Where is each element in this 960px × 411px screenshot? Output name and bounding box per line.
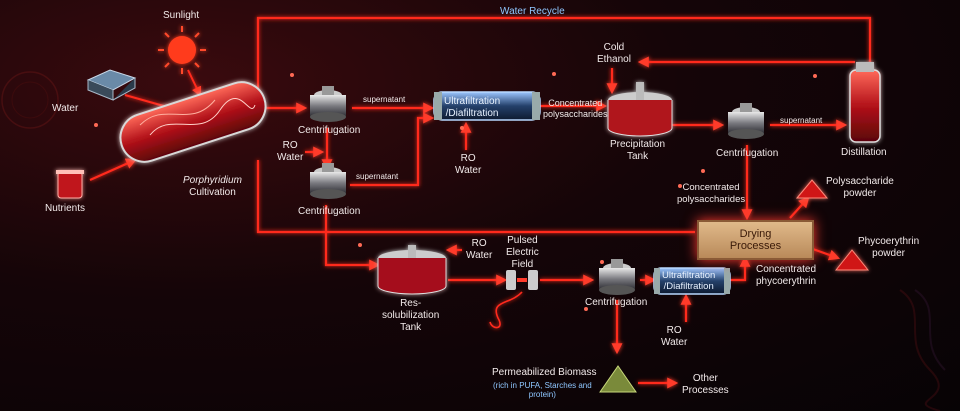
ro-water-3-label: RO Water (466, 238, 492, 262)
biomass-sub-a: (rich in PUFA, Starches and (493, 381, 592, 390)
biomass-pile-icon (599, 365, 637, 393)
cold-ethanol-label: Cold Ethanol (597, 42, 631, 66)
biomass-sub-b: protein) (528, 390, 556, 399)
cultivation-species: Porphyridium (183, 175, 242, 186)
centrifugation-4-label: Centrifugation (585, 297, 648, 308)
water-tray-icon (86, 69, 137, 101)
supernatant-1-label: supernatant (363, 95, 406, 104)
glow-sparks (94, 72, 817, 311)
centrifugation-1-label: Centrifugation (298, 125, 361, 136)
ro-water-3-a: RO (471, 238, 487, 249)
centrifuge-icon-3 (728, 103, 764, 139)
poly-powder-b: powder (843, 188, 877, 199)
water-recycle-line (256, 16, 872, 90)
water-label: Water (52, 103, 79, 114)
pef-b: Electric (506, 247, 539, 258)
background-decor (1, 71, 946, 411)
pef-a: Pulsed (507, 235, 538, 246)
conc-poly-1-a: Concentrated (548, 98, 603, 108)
supernatant-3-label: supernatant (780, 116, 823, 125)
uf-1-b: /Diafiltration (445, 108, 499, 119)
other-processes-label: Other Processes (682, 373, 729, 397)
other-a: Other (692, 373, 718, 384)
phyco-powder-a: Phycoerythrin (858, 236, 920, 247)
resolubilization-tank-label: Res- solubilization Tank (382, 298, 439, 334)
ro-water-2-a: RO (460, 153, 476, 164)
cold-ethanol-b: Ethanol (597, 54, 631, 65)
water-recycle-label: Water Recycle (500, 6, 565, 17)
distillation-column-icon (849, 62, 881, 143)
polysaccharide-powder-label: Polysaccharide powder (826, 176, 894, 200)
sunlight-label: Sunlight (163, 10, 200, 21)
centrifugation-3-label: Centrifugation (716, 148, 779, 159)
phyco-powder-b: powder (872, 248, 905, 259)
concentrated-polysaccharides-2-label: Concentrated polysaccharides (677, 182, 745, 206)
conc-poly-2-a: Concentrated (682, 182, 740, 193)
nutrients-beaker-icon (56, 170, 84, 199)
precipitation-tank-icon (607, 82, 673, 137)
distillation-label: Distillation (841, 147, 887, 158)
ro-water-1-label: RO Water (277, 140, 303, 164)
phycoerythrin-powder-icon (834, 249, 870, 271)
pef-c: Field (511, 259, 534, 270)
ultrafiltration-module-1 (433, 91, 541, 121)
sun-icon (158, 26, 206, 97)
concentrated-phycoerythrin-label: Concentrated phycoerythrin (756, 264, 816, 288)
uf-2-a: Ultrafiltration (662, 270, 716, 281)
uf-2-label: Ultrafiltration /Diafiltration (662, 270, 715, 292)
precipitation-tank-label: Precipitation Tank (610, 139, 665, 163)
resolubilization-tank-icon (377, 245, 447, 295)
flow-paths (89, 16, 872, 389)
supernatant-2-label: supernatant (356, 172, 399, 181)
polysaccharide-powder-icon (795, 179, 829, 199)
precipitation-b: Tank (626, 151, 649, 162)
cold-ethanol-a: Cold (603, 42, 625, 53)
ro-water-4-label: RO Water (661, 325, 687, 349)
ro-water-2-b: Water (455, 165, 482, 176)
cultivation-label: Porphyridium Cultivation (183, 175, 242, 199)
ro-water-1-b: Water (277, 152, 304, 163)
concentrated-polysaccharides-1-label: Concentrated polysaccharides (543, 98, 608, 120)
nutrients-label: Nutrients (45, 203, 86, 214)
centrifugation-2-label: Centrifugation (298, 206, 361, 217)
resol-c: Tank (400, 322, 422, 333)
pulsed-electric-field-icon (506, 270, 538, 290)
pulsed-electric-field-label: Pulsed Electric Field (506, 235, 539, 271)
conc-poly-2-b: polysaccharides (677, 194, 746, 205)
ro-water-4-a: RO (666, 325, 682, 336)
resol-a: Res- (400, 298, 422, 309)
poly-powder-a: Polysaccharide (826, 176, 894, 187)
ultrafiltration-module-2 (653, 267, 731, 295)
centrifuge-icon-4 (599, 259, 635, 295)
drying-processes-box: Drying Processes (697, 220, 814, 260)
other-b: Processes (682, 385, 729, 396)
conc-phyco-b: phycoerythrin (756, 276, 817, 287)
photobioreactor-icon (119, 81, 267, 163)
cultivation-text: Cultivation (189, 187, 236, 198)
uf-1-a: Ultrafiltration (444, 96, 501, 107)
resol-b: solubilization (382, 310, 440, 321)
centrifuge-icon-2 (310, 163, 346, 199)
uf-1-label: Ultrafiltration /Diafiltration (444, 96, 500, 120)
conc-poly-1-b: polysaccharides (543, 109, 608, 119)
ro-water-1-a: RO (282, 140, 298, 151)
precipitation-a: Precipitation (610, 139, 666, 150)
nutrient-inflow (89, 158, 138, 182)
ro-water-4-b: Water (661, 337, 688, 348)
ro-water-2-label: RO Water (455, 153, 481, 177)
ro-water-3-b: Water (466, 250, 493, 261)
recycle-return-line (256, 160, 695, 234)
conc-phyco-a: Concentrated (756, 264, 817, 275)
phycoerythrin-powder-label: Phycoerythrin powder (858, 236, 919, 260)
centrifuge-icon-1 (310, 86, 346, 122)
drying-b: Processes (729, 240, 782, 252)
biomass-subtitle: (rich in PUFA, Starches and protein) (493, 381, 592, 399)
drying-a: Drying (739, 228, 772, 240)
permeabilized-biomass-label: Permeabilized Biomass (492, 367, 597, 378)
uf-2-b: /Diafiltration (663, 281, 714, 292)
